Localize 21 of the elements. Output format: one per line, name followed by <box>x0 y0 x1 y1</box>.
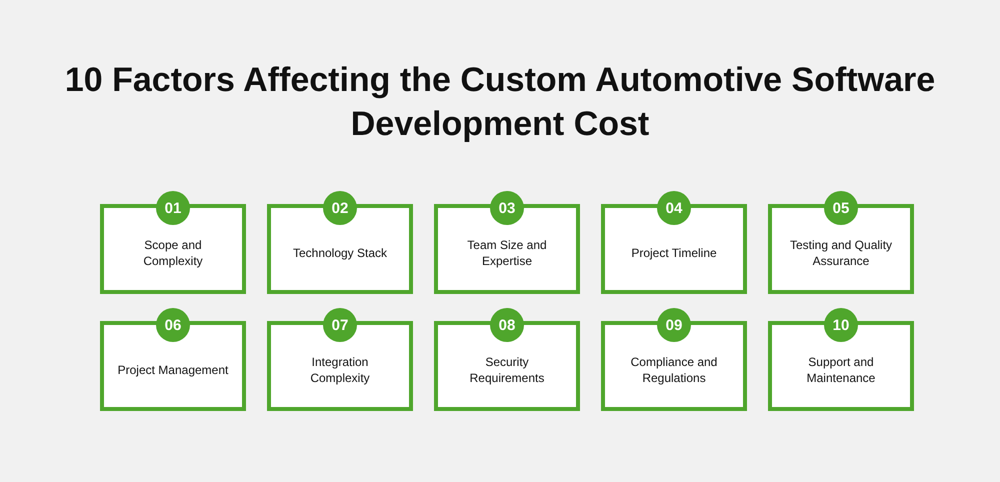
factor-label: Security Requirements <box>468 354 546 386</box>
number-badge: 04 <box>657 191 691 225</box>
number-badge: 05 <box>824 191 858 225</box>
factor-label: Scope and Complexity <box>142 237 204 269</box>
number-badge: 08 <box>490 308 524 342</box>
factor-label: Project Timeline <box>630 245 718 261</box>
factor-label: Technology Stack <box>292 245 388 261</box>
factor-label: Support and Maintenance <box>806 354 876 386</box>
number-badge: 03 <box>490 191 524 225</box>
factor-label: Testing and Quality Assurance <box>788 237 894 269</box>
factor-label: Project Management <box>116 362 230 378</box>
number-badge: 06 <box>156 308 190 342</box>
number-badge: 01 <box>156 191 190 225</box>
title: 10 Factors Affecting the Custom Automotive Software Development Cost <box>64 60 936 145</box>
factor-label: Compliance and Regulations <box>630 354 718 386</box>
number-badge: 10 <box>824 308 858 342</box>
number-badge: 02 <box>323 191 357 225</box>
factor-label: Team Size and Expertise <box>466 237 548 269</box>
factor-label: Integration Complexity <box>309 354 371 386</box>
number-badge: 07 <box>323 308 357 342</box>
number-badge: 09 <box>657 308 691 342</box>
